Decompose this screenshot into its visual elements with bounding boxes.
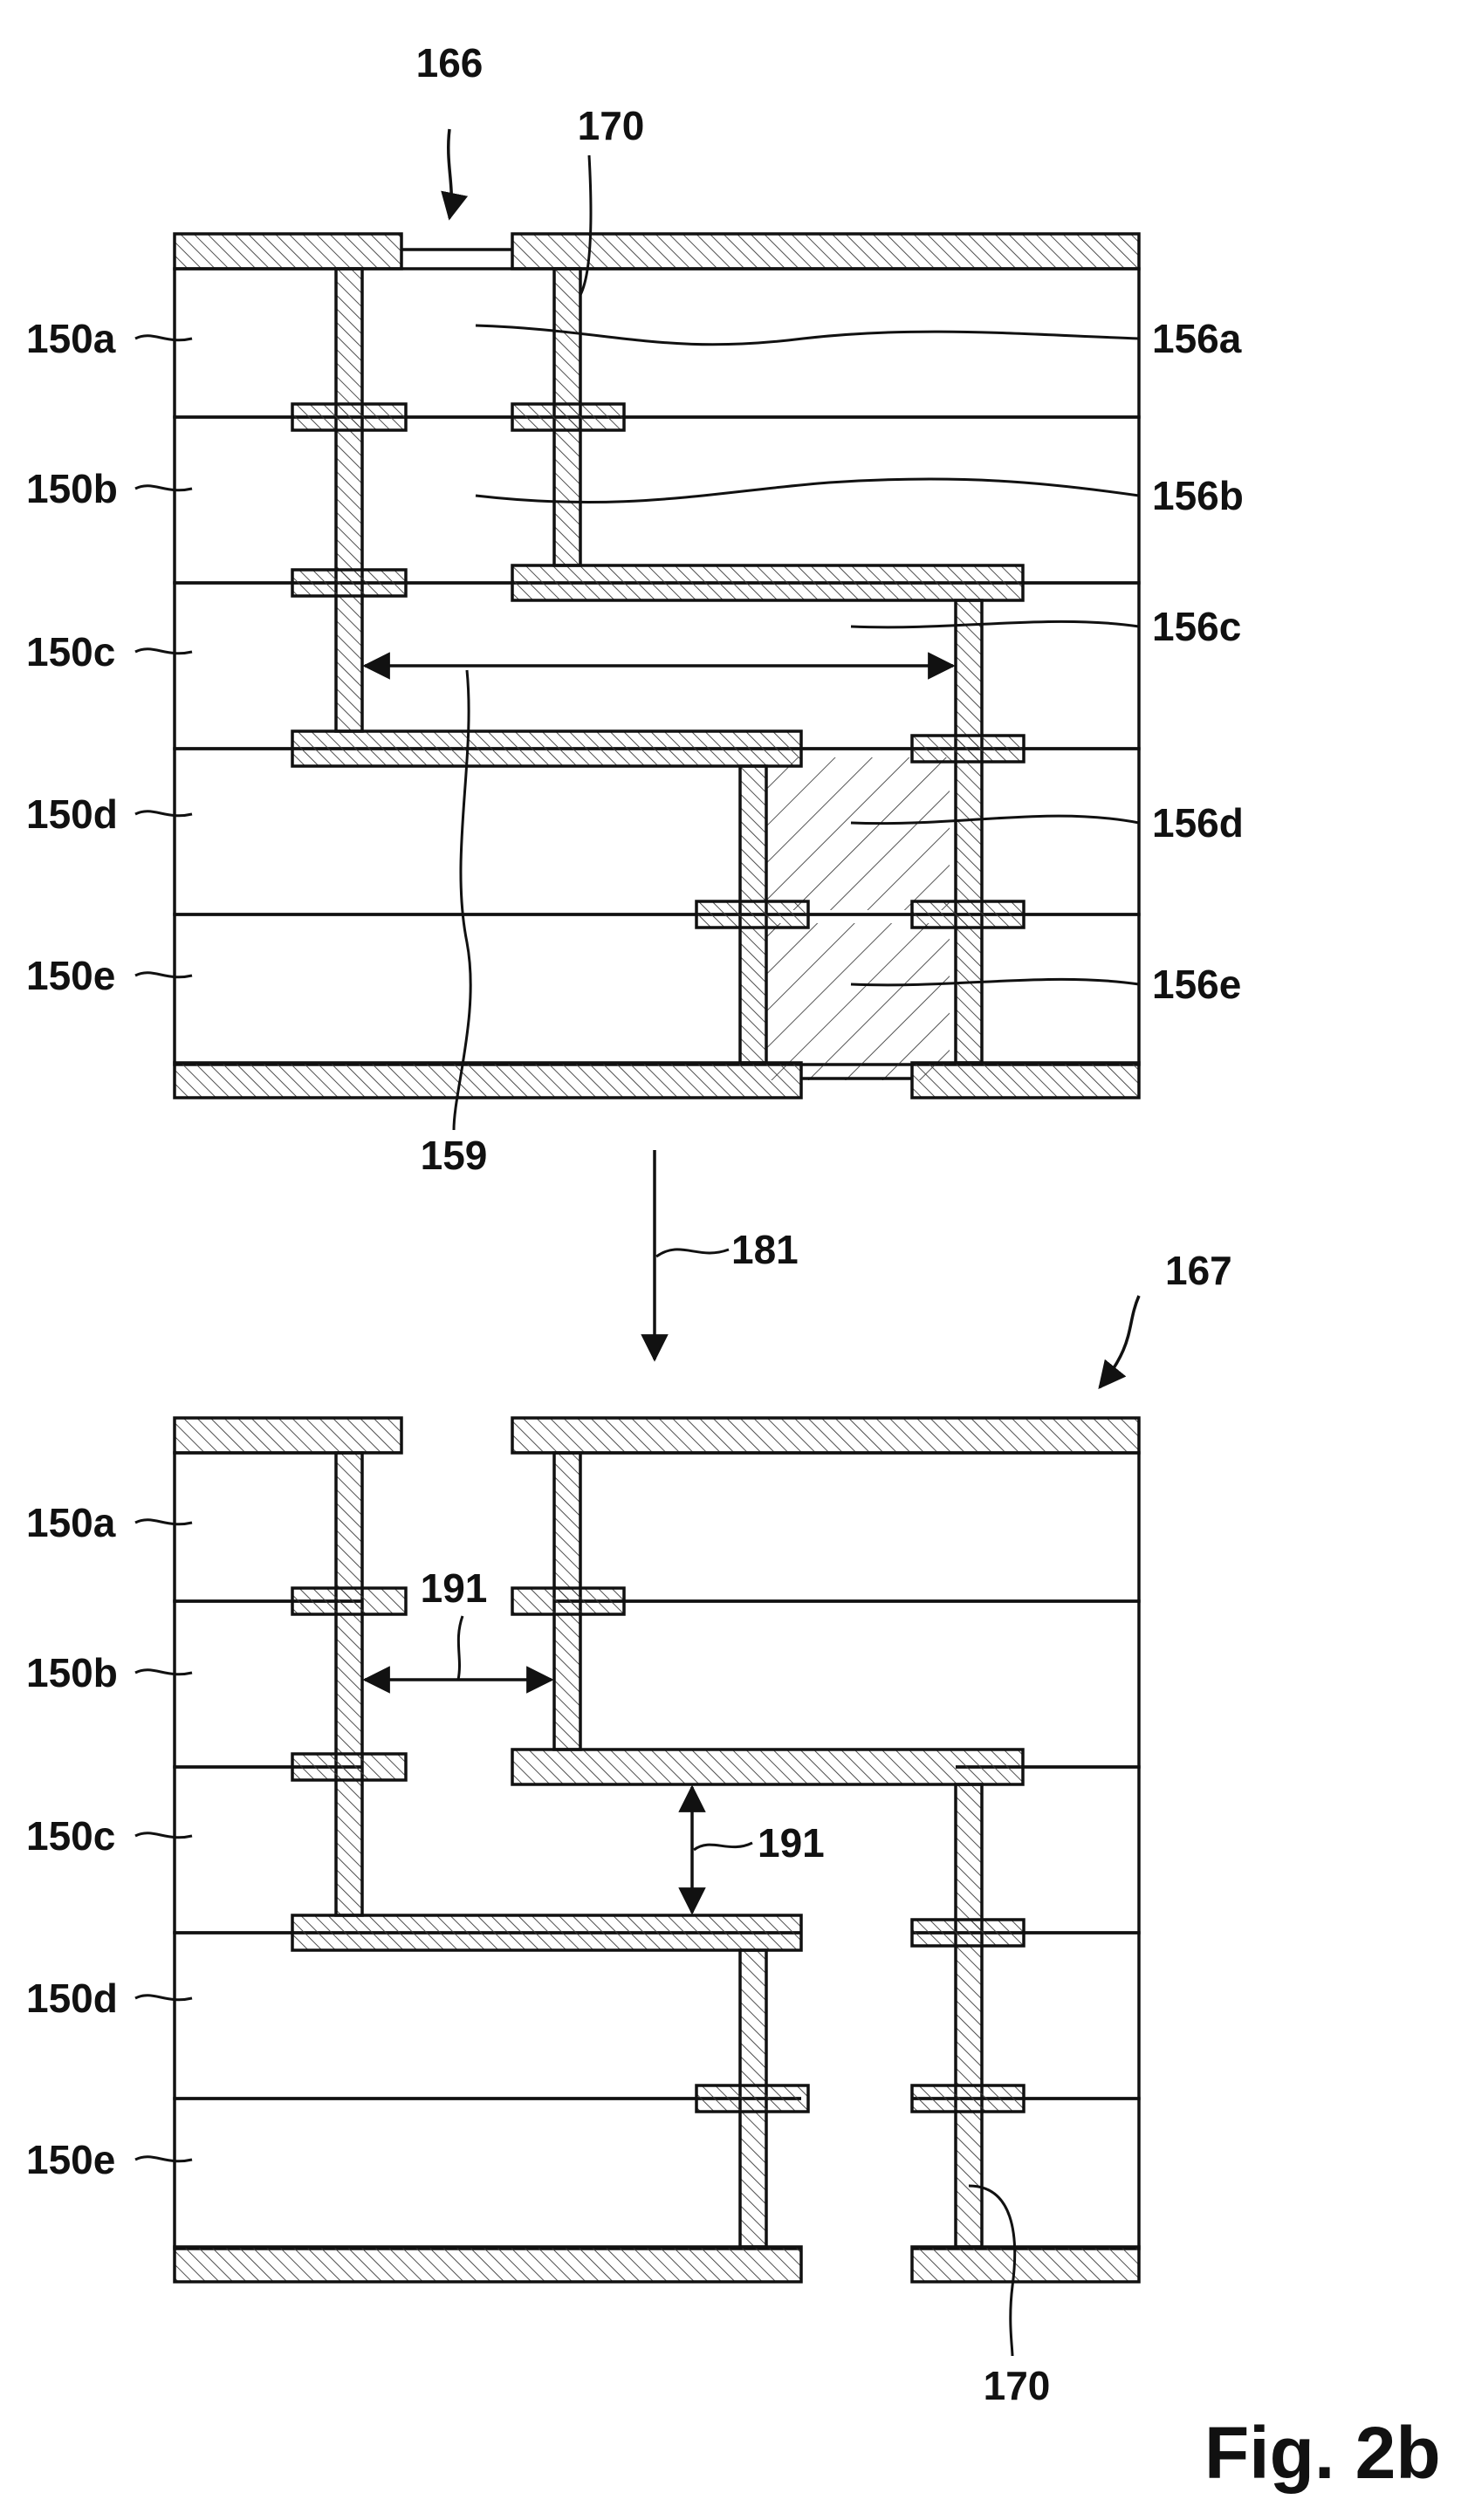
channel-label-156e: 156e <box>1152 962 1241 1007</box>
layer-150e-top <box>173 913 1141 1066</box>
cap-bottom-right-b <box>910 2245 1141 2284</box>
horizontal-cd-b <box>291 1914 803 1952</box>
bottom-view: 167 191 191 170 150a 150b 150c 150d 150e <box>26 1248 1232 2408</box>
layer-stack-top <box>173 267 1141 1080</box>
label-170-top: 170 <box>578 103 645 148</box>
gap-label-191-a: 191 <box>421 1565 488 1611</box>
leader-lines-top <box>134 128 1140 1131</box>
layer-label-150c-bottom: 150c <box>26 1813 115 1859</box>
pad-mid-de <box>695 900 810 929</box>
cap-top-right <box>511 232 1141 270</box>
figure-label: Fig. 2b <box>1204 2412 1441 2494</box>
layer-label-150d-top: 150d <box>26 791 118 837</box>
pad-mid-de-b <box>695 2084 810 2113</box>
reference-167: 167 <box>1165 1248 1232 1293</box>
cap-top-left-b <box>173 1416 403 1455</box>
cap-top-right-b <box>511 1416 1141 1455</box>
channel-label-156a: 156a <box>1152 316 1242 361</box>
cap-bottom-right <box>910 1061 1141 1099</box>
layer-150b-bottom <box>173 1599 1141 1769</box>
via-far-right-top <box>954 599 984 1065</box>
layer-label-150a-top: 150a <box>26 316 116 361</box>
layer-150d-top <box>173 747 1141 916</box>
horizontal-cd <box>291 729 803 768</box>
pad-right-ab <box>511 402 626 432</box>
via-left-top <box>334 267 364 733</box>
fill-segment-156d <box>766 757 950 910</box>
cavity-bottom <box>362 1418 956 2282</box>
transition-181: 181 <box>641 1150 799 1362</box>
layer-label-150b-top: 150b <box>26 466 118 511</box>
via-far-right-bottom <box>954 1783 984 2249</box>
layer-label-150c-top: 150c <box>26 629 115 675</box>
pad-left-ab <box>291 402 408 432</box>
layer-label-150e-top: 150e <box>26 953 115 998</box>
gap-label-191-b: 191 <box>758 1820 825 1866</box>
label-181: 181 <box>731 1227 799 1272</box>
top-view: 166 170 159 150a 150b 150c 150d 150e 156… <box>26 40 1244 1178</box>
cap-bottom-left <box>173 1061 803 1099</box>
layer-label-150a-bottom: 150a <box>26 1500 116 1545</box>
layer-150a-bottom <box>173 1451 1141 1603</box>
pad-left-bc-b <box>291 1752 408 1782</box>
layer-150e-bottom <box>173 2097 1141 2250</box>
pad-left-bc <box>291 568 408 598</box>
layer-label-150d-bottom: 150d <box>26 1976 118 2021</box>
channel-label-156b: 156b <box>1152 473 1244 518</box>
conductor-170-top <box>173 232 1141 1099</box>
layer-label-150b-bottom: 150b <box>26 1650 118 1695</box>
leader-lines-bottom <box>134 1295 1141 2357</box>
reference-166: 166 <box>416 40 484 86</box>
channel-label-156d: 156d <box>1152 800 1244 846</box>
horizontal-bc-b <box>511 1748 1025 1786</box>
pad-left-ab-b <box>291 1586 408 1616</box>
label-170-bottom: 170 <box>984 2363 1051 2408</box>
pad-right-ab-b <box>511 1586 626 1616</box>
pad-far-right-de <box>910 900 1025 929</box>
cap-bottom-left-b <box>173 2245 803 2284</box>
conductor-170-bottom <box>173 1416 1141 2284</box>
fill-segment-156e <box>766 923 950 1080</box>
via-left-bottom <box>334 1451 364 1917</box>
horizontal-bc <box>511 564 1025 602</box>
pad-far-right-de-b <box>910 2084 1025 2113</box>
cap-top-left <box>173 232 403 270</box>
layer-150d-bottom <box>173 1931 1141 2100</box>
layer-label-150e-bottom: 150e <box>26 2137 115 2182</box>
channel-label-156c: 156c <box>1152 604 1241 649</box>
pad-far-right-cd-b <box>910 1918 1025 1948</box>
label-159: 159 <box>421 1133 488 1178</box>
pad-far-right-cd <box>910 734 1025 764</box>
